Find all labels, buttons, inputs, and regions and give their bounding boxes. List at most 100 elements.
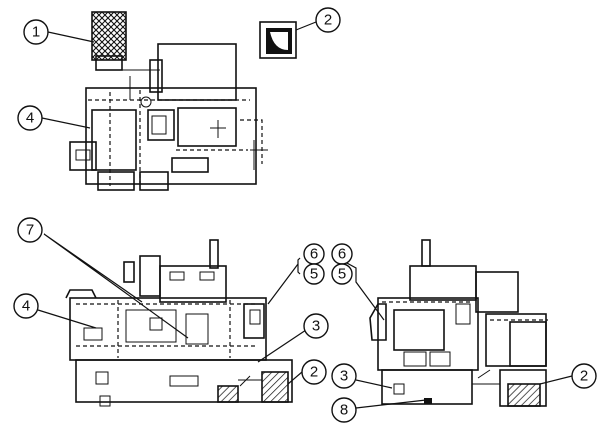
leader-2-right <box>539 375 573 385</box>
callout-6-left: 6 <box>303 243 325 265</box>
plan-small-rect <box>75 149 91 161</box>
callout-number: 4 <box>26 110 34 127</box>
plan-dashed-lines <box>88 90 263 186</box>
square-inner-shape <box>266 28 292 54</box>
side-chimney <box>421 239 431 267</box>
plan-upper-block <box>157 43 237 101</box>
side-base-block <box>393 383 405 395</box>
side-tank-front <box>509 321 547 367</box>
front-chimney <box>209 239 219 269</box>
leader-lines <box>37 21 573 409</box>
plan-circle <box>140 96 152 108</box>
front-hatched-unit-b <box>217 385 239 403</box>
callout-6-right: 6 <box>331 243 353 265</box>
unit-base <box>95 55 123 71</box>
callout-circle <box>331 397 357 423</box>
front-window-detail <box>149 317 163 331</box>
front-base-slot <box>169 375 199 387</box>
side-hatched-unit <box>507 383 541 407</box>
callout-circle <box>303 313 329 339</box>
callout-5-right: 5 <box>331 263 353 285</box>
plan-foot-left <box>97 171 135 191</box>
plan-main-body <box>85 87 257 185</box>
front-base-foot <box>99 395 111 407</box>
callout-circle <box>331 363 357 389</box>
callout-4-top: 4 <box>17 105 43 131</box>
front-right-unit-detail <box>249 309 261 325</box>
callout-number: 5 <box>338 266 346 283</box>
leader-2-top <box>295 21 317 31</box>
callout-number: 7 <box>26 222 34 239</box>
callout-circle <box>303 263 325 285</box>
callout-1: 1 <box>23 19 49 45</box>
leader-3-left <box>257 329 307 363</box>
callout-8: 8 <box>331 397 357 423</box>
front-control-panel-a <box>169 271 185 281</box>
front-dashed-lines <box>76 300 256 358</box>
side-connection-lines <box>472 369 500 385</box>
front-left-hood <box>65 289 97 299</box>
leader-1 <box>47 31 95 43</box>
leader-8 <box>355 399 427 409</box>
side-main-body <box>377 297 479 371</box>
callout-circle <box>17 105 43 131</box>
callout-circle <box>571 363 597 389</box>
front-control-panel-b <box>199 271 215 281</box>
callout-2-left: 2 <box>301 359 327 385</box>
plan-detail-lines <box>120 69 268 170</box>
callout-7: 7 <box>17 217 43 243</box>
top-right-square <box>259 21 297 59</box>
front-main-body <box>69 297 267 361</box>
front-post <box>123 261 135 283</box>
side-base-foot <box>424 398 432 404</box>
leader-6-5-left <box>267 257 301 305</box>
leader-4-top <box>41 117 91 129</box>
side-left-guard <box>369 303 387 341</box>
callout-3-left: 3 <box>303 313 329 339</box>
front-base-block <box>95 371 109 385</box>
front-base-detail-lines <box>238 375 262 387</box>
front-upper-left <box>139 255 161 297</box>
side-panel <box>455 303 471 325</box>
callout-number: 1 <box>32 24 40 41</box>
callout-number: 2 <box>310 364 318 381</box>
callout-number: 2 <box>324 12 332 29</box>
side-upper-block <box>409 265 477 301</box>
callout-number: 5 <box>310 266 318 283</box>
plan-foot-right <box>171 157 209 173</box>
callout-number: 8 <box>340 402 348 419</box>
side-dashed-lines <box>382 301 548 321</box>
top-view-drawing <box>69 11 268 191</box>
front-view-drawing <box>65 239 293 407</box>
front-control-cabinet <box>159 265 227 303</box>
callout-2-right: 2 <box>571 363 597 389</box>
callout-circle <box>13 293 39 319</box>
square-outline <box>259 21 297 59</box>
callout-number: 4 <box>22 298 30 315</box>
callout-circle <box>17 217 43 243</box>
crosshatch-unit <box>91 11 127 61</box>
callout-number: 3 <box>340 368 348 385</box>
callout-circle <box>23 19 49 45</box>
leader-4-mid <box>37 309 97 329</box>
plan-left-block <box>91 109 137 171</box>
front-right-window <box>185 313 209 345</box>
side-right-block <box>475 271 519 313</box>
front-right-unit <box>243 303 265 339</box>
front-left-detail <box>83 327 103 341</box>
callout-number: 2 <box>580 368 588 385</box>
front-center-window <box>125 309 177 343</box>
callout-3-right: 3 <box>331 363 357 389</box>
callout-5-left: 5 <box>303 263 325 285</box>
leader-2-left <box>287 371 303 385</box>
plan-foot-mid <box>139 171 169 191</box>
leader-3-right <box>355 379 393 389</box>
side-window-lower-b <box>429 351 451 367</box>
plan-inner-rect <box>151 115 167 135</box>
callout-4-mid: 4 <box>13 293 39 319</box>
callout-circle <box>331 263 353 285</box>
callout-2-top: 2 <box>315 7 341 33</box>
callout-number: 6 <box>338 246 346 263</box>
